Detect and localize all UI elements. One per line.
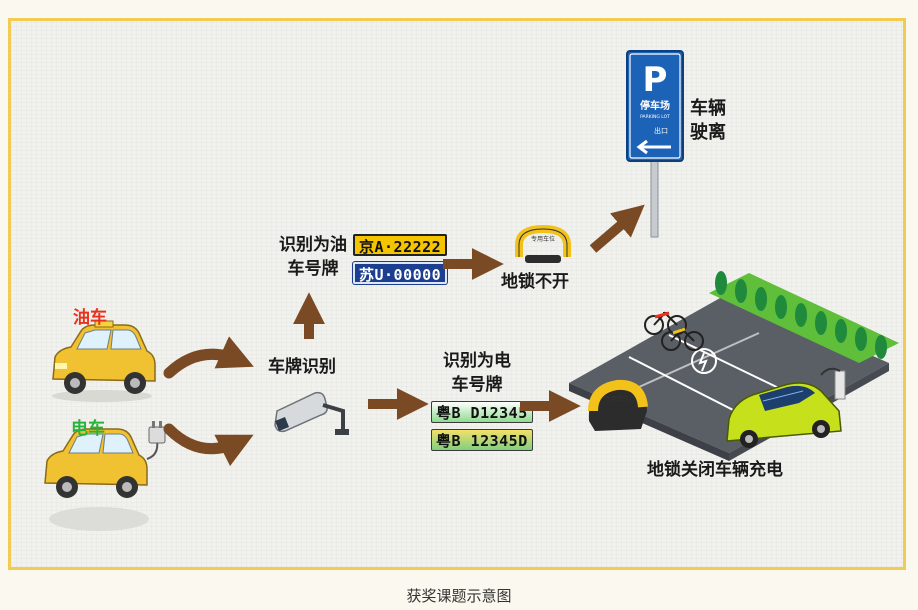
lock-not-open-label: 地锁不开 — [501, 272, 569, 292]
arrow-recognition-to-fuel — [292, 292, 326, 339]
charging-parking-lot-icon — [569, 271, 899, 461]
svg-text:PARKING LOT: PARKING LOT — [640, 114, 670, 120]
arrow-recognition-to-electric — [368, 387, 429, 421]
parking-lock-closed-icon: 专用车位 — [588, 379, 648, 431]
camera-icon — [274, 391, 349, 435]
arrow-electric-to-lock — [520, 389, 581, 423]
diagram-frame: 油车 电车 车牌识别 识别为油 车号牌 京A·22222 苏U·00000 — [8, 18, 906, 570]
fuel-plate-2: 苏U·00000 — [353, 262, 448, 284]
figure-caption: 获奖课题示意图 — [406, 587, 512, 605]
electric-car-label: 电车 — [71, 419, 105, 439]
fuel-car-icon — [52, 320, 156, 402]
svg-text:停车场: 停车场 — [640, 99, 670, 112]
plate-recognition-label: 车牌识别 — [268, 357, 336, 377]
vehicle-leaves-label: 车辆 驶离 — [690, 98, 726, 143]
recognized-electric-label: 识别为电 车号牌 — [443, 351, 511, 395]
arrow-fuel-to-lock — [443, 247, 504, 281]
svg-text:P: P — [643, 60, 668, 100]
svg-text:专用车位: 专用车位 — [531, 235, 555, 243]
arrow-fuel-to-recognition — [163, 336, 254, 379]
fuel-car-label: 油车 — [73, 308, 107, 328]
electric-car-icon — [44, 421, 166, 531]
lock-closed-charging-label: 地锁关闭车辆充电 — [647, 460, 783, 480]
arrow-electric-to-recognition — [163, 423, 254, 467]
parking-sign-icon: P 停车场 PARKING LOT 出口 — [626, 50, 684, 238]
svg-text:出口: 出口 — [654, 126, 668, 135]
electric-plate-1: 粤B D12345 — [431, 401, 533, 423]
parking-lock-open-icon: 专用车位 — [515, 224, 571, 263]
electric-plate-2: 粤B 12345D — [431, 429, 533, 451]
arrow-lock-to-exit — [589, 204, 645, 253]
recognized-fuel-label: 识别为油 车号牌 — [279, 235, 347, 279]
svg-text:专用车位: 专用车位 — [605, 395, 629, 403]
fuel-plate-1: 京A·22222 — [353, 234, 448, 256]
